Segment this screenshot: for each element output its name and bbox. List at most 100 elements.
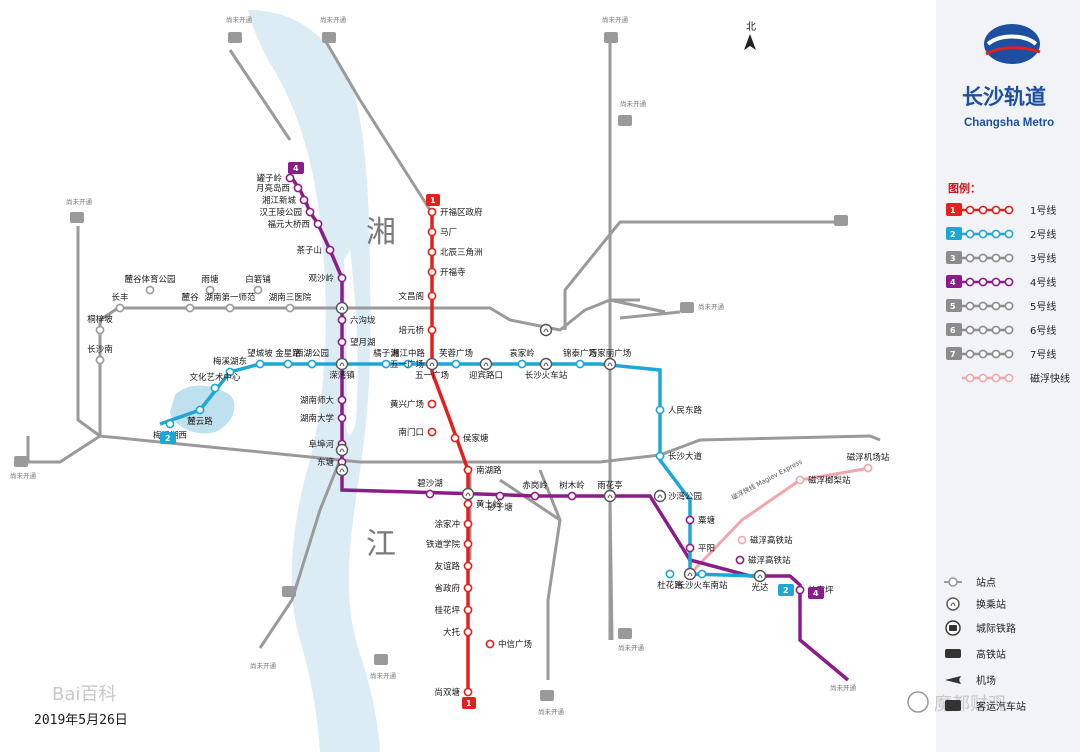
station-[interactable] bbox=[603, 357, 617, 371]
station-[interactable] bbox=[461, 487, 475, 501]
station-汉王陵公园[interactable] bbox=[305, 207, 315, 217]
station-南湖路[interactable] bbox=[463, 465, 473, 475]
station-友谊路[interactable] bbox=[463, 561, 473, 571]
station-杜家坪[interactable] bbox=[795, 585, 805, 595]
station-福元大桥西[interactable] bbox=[313, 219, 323, 229]
legend-symbol-0: 站点 bbox=[944, 576, 996, 589]
station-label: 湖南第一师范 bbox=[204, 292, 256, 303]
station-铁道学院[interactable] bbox=[463, 539, 473, 549]
river-label-xiang: 湘 bbox=[366, 215, 396, 250]
station-培元桥[interactable] bbox=[427, 325, 437, 335]
station-label: 友谊路 bbox=[434, 561, 460, 572]
station-磁浮高铁站[interactable] bbox=[737, 535, 747, 545]
station-黄土岭[interactable] bbox=[463, 499, 473, 509]
station-南门口[interactable] bbox=[427, 427, 437, 437]
station-观沙岭[interactable] bbox=[337, 273, 347, 283]
station-[interactable] bbox=[683, 567, 697, 581]
station-树木岭[interactable] bbox=[567, 491, 577, 501]
legend-symbol-label: 站点 bbox=[976, 576, 996, 589]
station-麓谷[interactable] bbox=[185, 303, 195, 313]
station-人民东路[interactable] bbox=[655, 405, 665, 415]
station-长沙大道[interactable] bbox=[655, 451, 665, 461]
station-磁浮榔梨站[interactable] bbox=[795, 475, 805, 485]
station-梅溪湖西[interactable] bbox=[165, 419, 175, 429]
station-袁家岭[interactable] bbox=[517, 359, 527, 369]
station-长沙南[interactable] bbox=[95, 355, 105, 365]
station-label: 北辰三角洲 bbox=[440, 247, 483, 258]
station-[interactable] bbox=[425, 357, 439, 371]
station-湖南第一师范[interactable] bbox=[225, 303, 235, 313]
station-金星路[interactable] bbox=[283, 359, 293, 369]
station-北辰三角洲[interactable] bbox=[427, 247, 437, 257]
station-[interactable] bbox=[335, 443, 349, 457]
station-六沟垅[interactable] bbox=[337, 315, 347, 325]
legend-line-label: 5号线 bbox=[1030, 300, 1056, 313]
station-湘江中路[interactable] bbox=[403, 359, 413, 369]
station-省政府[interactable] bbox=[463, 583, 473, 593]
station-磁浮机场站[interactable] bbox=[863, 463, 873, 473]
svg-text:4: 4 bbox=[950, 278, 956, 287]
legend-symbol-label: 机场 bbox=[976, 674, 996, 687]
station-label: 树木岭 bbox=[559, 480, 585, 491]
station-黄兴广场[interactable] bbox=[427, 399, 437, 409]
station-label: 沙湾公园 bbox=[668, 491, 702, 502]
station-文昌阁[interactable] bbox=[427, 291, 437, 301]
station-湘江新城[interactable] bbox=[299, 195, 309, 205]
station-西湖公园[interactable] bbox=[307, 359, 317, 369]
gray-lines bbox=[26, 39, 881, 680]
station-[interactable] bbox=[335, 357, 349, 371]
station-文化艺术中心[interactable] bbox=[210, 383, 220, 393]
station-碧沙湖[interactable] bbox=[425, 489, 435, 499]
station-[interactable] bbox=[335, 463, 349, 477]
station-望月湖[interactable] bbox=[337, 337, 347, 347]
svg-text:7: 7 bbox=[950, 350, 956, 359]
station-湖南师大[interactable] bbox=[337, 395, 347, 405]
station-开福寺[interactable] bbox=[427, 267, 437, 277]
station-雨塘[interactable] bbox=[205, 285, 215, 295]
station-平阳[interactable] bbox=[685, 543, 695, 553]
station-[interactable] bbox=[653, 489, 667, 503]
station-梅溪湖东[interactable] bbox=[225, 367, 235, 377]
station-label: 福元大桥西 bbox=[267, 219, 310, 230]
station-label: 锦泰广场 bbox=[563, 348, 597, 359]
station-茶子山[interactable] bbox=[325, 245, 335, 255]
station-桐梓坡[interactable] bbox=[95, 325, 105, 335]
station-马厂[interactable] bbox=[427, 227, 437, 237]
station-大托[interactable] bbox=[463, 627, 473, 637]
station-湖南大学[interactable] bbox=[337, 413, 347, 423]
station-月亮岛西[interactable] bbox=[293, 183, 303, 193]
station-罐子岭[interactable] bbox=[285, 173, 295, 183]
station-桂花坪[interactable] bbox=[463, 605, 473, 615]
station-橘子洲[interactable] bbox=[381, 359, 391, 369]
station-赤岗岭[interactable] bbox=[530, 491, 540, 501]
station-白箬铺[interactable] bbox=[253, 285, 263, 295]
logo-text-cn: 长沙轨道 bbox=[962, 85, 1046, 109]
station-label: 雨花亭 bbox=[597, 480, 623, 491]
station-[interactable] bbox=[539, 357, 553, 371]
station-尚双塘[interactable] bbox=[463, 687, 473, 697]
logo: 长沙轨道 Changsha Metro bbox=[962, 24, 1054, 129]
station-侯家塘[interactable] bbox=[450, 433, 460, 443]
station-杜花路[interactable] bbox=[665, 569, 675, 579]
station-湖南三医院[interactable] bbox=[285, 303, 295, 313]
station-label: 五一广场 bbox=[390, 359, 424, 370]
station-开福区政府[interactable] bbox=[427, 207, 437, 217]
station-涂家冲[interactable] bbox=[463, 519, 473, 529]
station-望城坡[interactable] bbox=[255, 359, 265, 369]
station-芙蓉广场[interactable] bbox=[451, 359, 461, 369]
station-[interactable] bbox=[603, 489, 617, 503]
station-锦泰广场[interactable] bbox=[575, 359, 585, 369]
station-麓谷体育公园[interactable] bbox=[145, 285, 155, 295]
station-长丰[interactable] bbox=[115, 303, 125, 313]
station-[interactable] bbox=[479, 357, 493, 371]
station-中信广场[interactable] bbox=[485, 639, 495, 649]
station-长沙火车南站[interactable] bbox=[697, 569, 707, 579]
station-[interactable] bbox=[539, 323, 553, 337]
station-label: 白箬铺 bbox=[245, 274, 271, 285]
station-麓云路[interactable] bbox=[195, 405, 205, 415]
station-[interactable] bbox=[753, 569, 767, 583]
station-[interactable] bbox=[335, 301, 349, 315]
station-砂子塘[interactable] bbox=[495, 491, 505, 501]
station-粟塘[interactable] bbox=[685, 515, 695, 525]
station-磁浮高铁站[interactable] bbox=[735, 555, 745, 565]
